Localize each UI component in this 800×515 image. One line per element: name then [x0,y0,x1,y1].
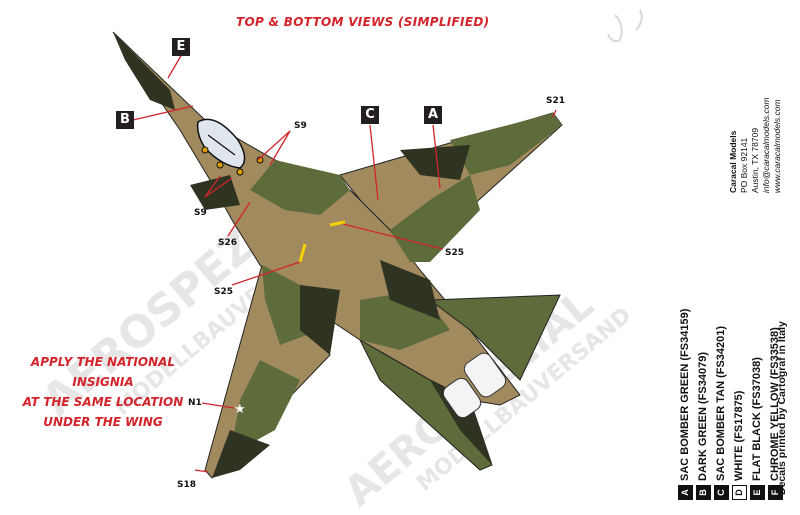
legend-row-d: D WHITE (FS17875) [730,270,748,500]
camo-dark-1 [113,32,175,110]
yellow-mark-1 [329,220,346,227]
callout-s21: S21 [546,96,566,106]
legend-row-e: E FLAT BLACK (FS37038) [748,270,766,500]
insignia-note-line-1: APPLY THE NATIONAL INSIGNIA [30,355,176,389]
panel-label-b: B [116,111,134,129]
legend-row-a: A SAC BOMBER GREEN (FS34159) [676,270,694,500]
legend-key-c: C [713,485,729,500]
canopy-frame [207,134,236,156]
insignia-note: APPLY THE NATIONAL INSIGNIA AT THE SAME … [8,352,198,432]
camo-green-2 [390,175,480,262]
legend-label-e: FLAT BLACK (FS37038) [751,357,763,481]
insignia-note-line-2: AT THE SAME LOCATION [22,395,184,409]
page-title: TOP & BOTTOM VIEWS (SIMPLIFIED) [236,15,490,29]
leader-lines [132,53,557,473]
watermark-logo [607,9,643,43]
canopy [196,118,246,169]
legend-label-a: SAC BOMBER GREEN (FS34159) [679,308,691,481]
camo-green-1 [250,160,350,215]
yellow-mark-2 [298,243,307,263]
legend-label-b: DARK GREEN (FS34079) [697,352,709,481]
legend-key-a: A [677,485,693,500]
engine-nozzle-2 [442,377,482,419]
camo-dark-7 [190,175,240,210]
address-block: Caracal Models PO Box 92141 Austin, TX 7… [728,97,783,193]
camo-dark-3 [300,285,340,355]
address-line-2: PO Box 92141 [739,137,749,193]
legend-label-c: SAC BOMBER TAN (FS34201) [715,325,727,481]
star-insignia: ★ [234,402,246,417]
insignia-note-line-3: UNDER THE WING [43,415,163,429]
callout-s9-top: S9 [294,121,307,131]
aircraft-planform: ★ [112,31,563,479]
camo-dark-4 [380,260,440,320]
legend-key-e: E [749,485,765,500]
callout-n1: N1 [188,398,202,408]
legend-key-b: B [695,485,711,500]
printer-note: Decals printed by Cartograf in Italy [776,321,788,495]
legend-row-b: B DARK GREEN (FS34079) [694,270,712,500]
camo-green-3 [450,113,562,175]
callout-s25-left: S25 [214,287,234,297]
right-stabilizer [428,294,561,381]
callout-s18: S18 [177,480,197,490]
callout-s26: S26 [218,238,238,248]
address-line-1: Caracal Models [728,130,738,193]
camo-dark-6 [212,430,270,478]
camo-dark-2 [400,145,470,180]
camo-green-5 [230,360,300,455]
legend-row-c: C SAC BOMBER TAN (FS34201) [712,270,730,500]
legend-label-d: WHITE (FS17875) [733,390,745,481]
panel-label-a: A [424,106,442,124]
camo-dark-5 [430,380,492,465]
panel-label-e: E [172,38,190,56]
legend-key-d: D [731,485,747,500]
address-line-3: Austin, TX 78709 [750,127,760,193]
callout-s25-right: S25 [445,248,465,258]
address-line-4: info@caracalmodels.com [761,97,771,193]
engine-nozzle-1 [463,352,507,398]
callout-s9-bottom: S9 [194,208,207,218]
panel-label-c: C [361,106,379,124]
color-legend: A SAC BOMBER GREEN (FS34159) B DARK GREEN … [676,270,784,500]
address-line-5: www.caracalmodels.com [772,99,782,193]
